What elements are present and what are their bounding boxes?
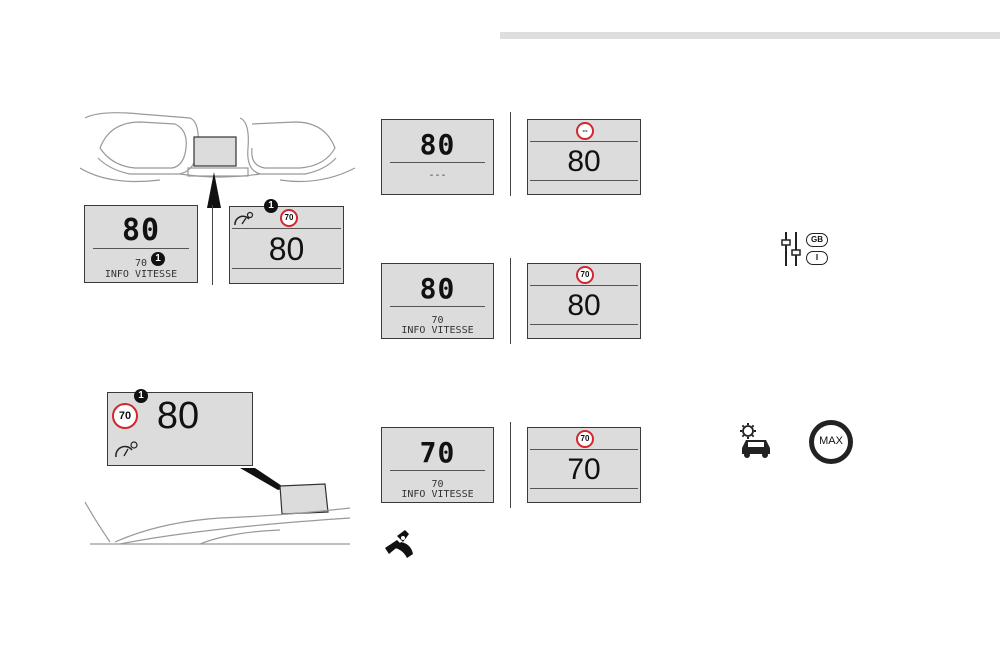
speed-limit-value: 70 <box>431 315 444 326</box>
divider <box>510 258 511 344</box>
color-display-row3: 70 70 <box>527 427 641 503</box>
speed-value: 70 <box>567 453 601 486</box>
info-label: INFO VITESSE <box>401 325 474 336</box>
speedometer-icon <box>234 211 254 226</box>
color-display-fig1: 1 70 80 <box>229 199 344 284</box>
speed-limit-sign: 70 <box>112 403 138 429</box>
speed-value: 80 <box>419 128 456 161</box>
page-header-bar <box>500 32 1000 39</box>
speed-limit-sign: 70 <box>576 266 594 284</box>
max-speed-button[interactable]: MAX <box>809 420 853 464</box>
callout-1: 1 <box>264 199 278 213</box>
callout-1: 1 <box>151 252 165 266</box>
speed-value: 80 <box>567 289 601 322</box>
mono-display-row3: 70 70 INFO VITESSE <box>381 427 494 503</box>
info-label: INFO VITESSE <box>104 269 178 280</box>
info-label: INFO VITESSE <box>401 489 474 500</box>
mono-display-fig1: 80 70 INFO VITESSE 1 <box>84 205 198 283</box>
mono-display-row2: 80 70 INFO VITESSE <box>381 263 494 339</box>
color-display-row1: -- 80 <box>527 119 641 195</box>
speed-limit-sign: 70 <box>280 209 298 227</box>
divider <box>510 422 511 508</box>
divider <box>510 112 511 196</box>
color-display-row2: 70 80 <box>527 263 641 339</box>
max-button-label: MAX <box>813 424 849 460</box>
callout-1: 1 <box>134 389 148 403</box>
settings-language-icon: GB I <box>780 230 830 270</box>
windshield-drawing <box>84 468 351 545</box>
speed-limit-value: 70 <box>134 258 148 269</box>
mono-display-row1: 80 --- <box>381 119 494 195</box>
language-gb-badge: GB <box>806 233 828 247</box>
speed-limit-value: 70 <box>431 479 444 490</box>
speed-value: 70 <box>419 436 456 469</box>
workshop-service-icon <box>385 530 413 558</box>
speed-limit-sign: 70 <box>576 430 594 448</box>
speed-value: 80 <box>268 231 305 267</box>
speed-value: 80 <box>567 145 601 178</box>
divider <box>212 205 213 285</box>
speedometer-icon <box>115 441 138 458</box>
pointer-arrow-icon <box>207 172 221 208</box>
language-i-badge: I <box>806 251 828 265</box>
speed-value: 80 <box>121 213 161 248</box>
hud-display: 70 1 80 <box>107 389 253 466</box>
dashboard-drawing <box>80 112 356 183</box>
vehicle-settings-icon <box>740 423 770 458</box>
speed-limit-sign: -- <box>576 122 594 140</box>
sliders-icon <box>781 232 801 266</box>
speed-value: 80 <box>156 395 200 437</box>
speed-value: 80 <box>419 272 456 305</box>
speed-limit-value: --- <box>428 170 447 181</box>
